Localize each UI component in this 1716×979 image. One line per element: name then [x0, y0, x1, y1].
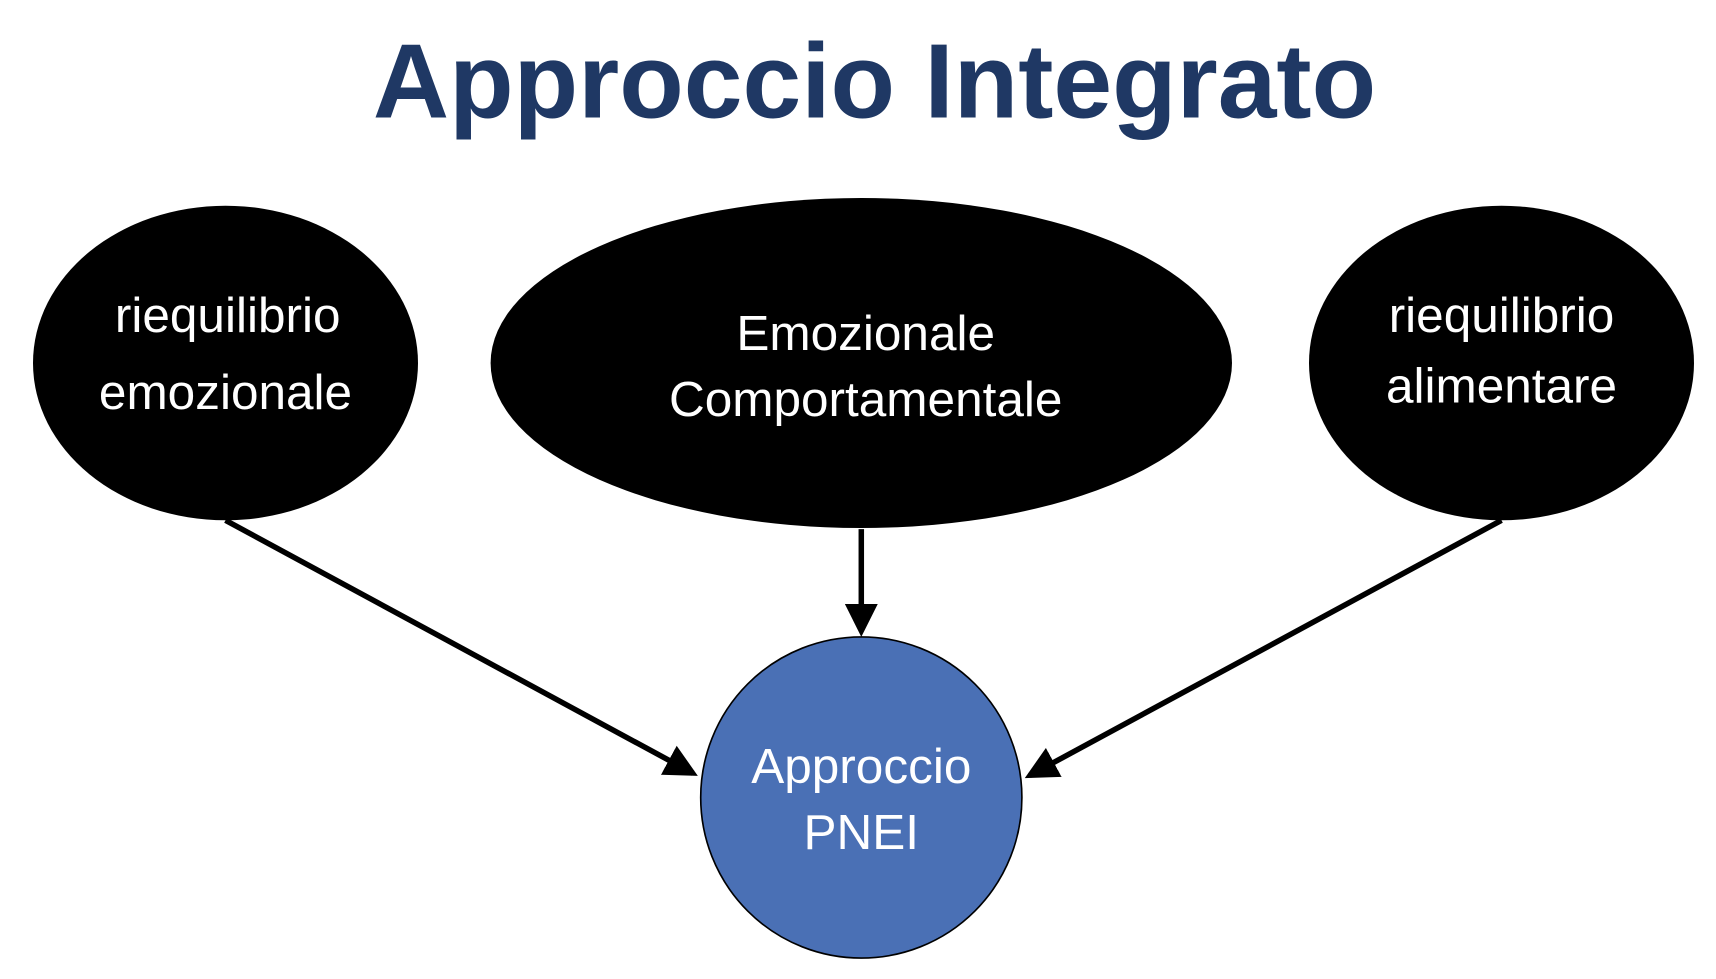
node-label: Emozionale	[736, 306, 995, 361]
node-emozionale-comportamentale: Emozionale Comportamentale	[490, 198, 1233, 528]
node-label: riequilibrio	[1389, 288, 1615, 343]
node-riequilibrio-emozionale: riequilibrio emozionale	[33, 205, 418, 521]
page-title: Approccio Integrato	[373, 23, 1376, 141]
node-label: PNEI	[804, 805, 920, 860]
node-riequilibrio-alimentare: riequilibrio alimentare	[1309, 205, 1694, 521]
arrow-right	[1024, 517, 1503, 779]
node-label: emozionale	[99, 365, 352, 420]
node-approccio-pnei: Approccio PNEI	[699, 636, 1023, 959]
node-label: Comportamentale	[669, 372, 1062, 427]
arrows	[224, 517, 1503, 779]
node-label: alimentare	[1386, 359, 1617, 414]
arrow-left	[224, 517, 698, 776]
node-label: riequilibrio	[115, 288, 341, 343]
node-label: Approccio	[751, 739, 971, 794]
